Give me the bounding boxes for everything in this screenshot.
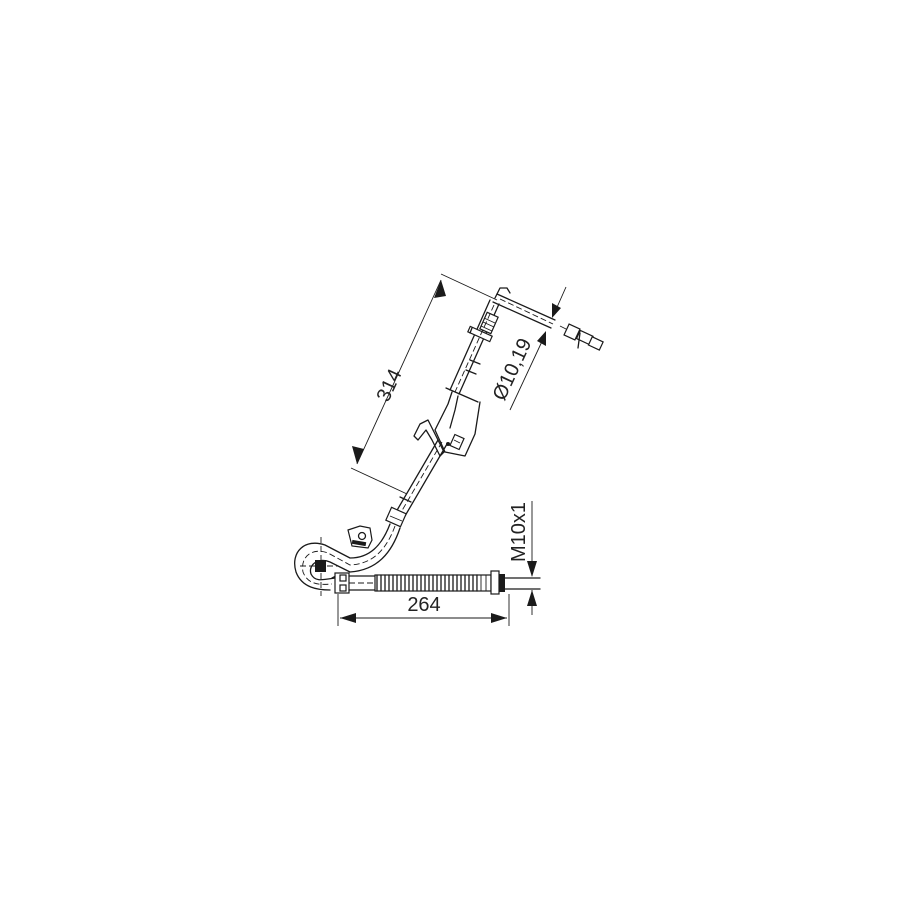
top-right-fitting (559, 323, 604, 351)
lower-hose (331, 570, 541, 595)
dimension-label-thread: M10x1 (508, 502, 530, 562)
lower-bent-pipe (294, 523, 401, 596)
spring-coils (376, 574, 474, 592)
upper-hose (449, 299, 500, 395)
bracket (413, 387, 481, 457)
middle-hose (385, 439, 448, 528)
dimension-label-314: 314 (373, 366, 407, 406)
dimension-264: 264 (337, 594, 510, 626)
top-tube (492, 287, 556, 329)
dimension-314: 314 (350, 273, 498, 495)
dimension-thread: M10x1 (508, 501, 537, 615)
dimension-label-264: 264 (407, 594, 440, 616)
